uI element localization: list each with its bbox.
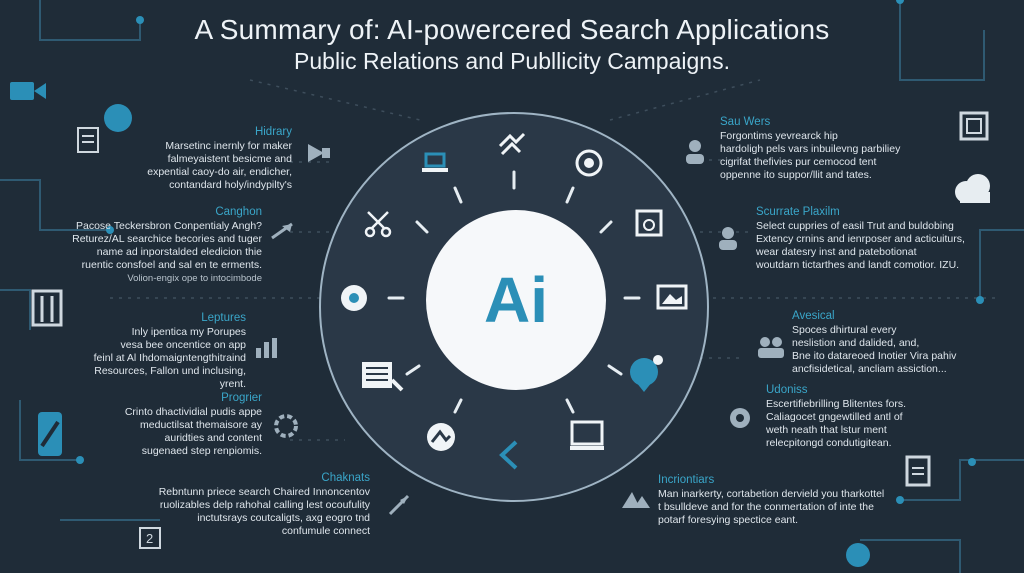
info-block-incriontiars: Incriontiars Man inarkerty, cortabetion … (658, 474, 898, 527)
settings-icon (730, 408, 750, 428)
block-line: relecpitongd condutigitean. (766, 437, 892, 449)
block-line: Forgontims yevrearck hip (720, 130, 838, 142)
page-subtitle: Public Relations and Publlicity Campaign… (294, 48, 730, 74)
monitor-icon (570, 420, 604, 450)
block-heading: Sau Wers (720, 116, 771, 128)
info-block-canghon: Canghon Pacose Teckersbron Conpentialy A… (52, 206, 262, 285)
block-line: weth neath that lstur ment (766, 424, 887, 436)
newspaper-icon (362, 362, 404, 392)
mountains-icon (622, 492, 650, 508)
block-line: feinl at Al Ihdomaigntengthitraind (93, 352, 246, 364)
ai-core-label: Ai (484, 264, 548, 336)
block-line: meductilsat themaisore ay (140, 419, 262, 431)
block-line: Man inarkerty, cortabetion dervield you … (658, 488, 885, 500)
block-heading: Udoniss (766, 384, 808, 396)
block-heading: Canghon (215, 206, 262, 218)
block-line: inctutsrays coutcaligts, axg eogro tnd (197, 512, 370, 524)
block-line: Bne ito datareoed Inotier Vira pahiv (792, 350, 957, 362)
gate-icon (31, 289, 63, 327)
block-heading: Leptures (201, 312, 246, 324)
info-block-sau-wers: Sau Wers Forgontims yevrearck hip hardol… (720, 116, 930, 182)
arrow-right-icon (308, 144, 330, 162)
block-line: t bsulldeve and for the conmertation of … (658, 501, 874, 513)
block-line: auridties and content (164, 432, 262, 444)
person-icon (686, 140, 704, 164)
page-title: A Summary of: AI-powercered Search Appli… (194, 14, 830, 45)
team-icon (758, 337, 784, 358)
laptop-icon (422, 152, 448, 172)
pointer-arrow-icon (271, 222, 293, 240)
block-line: potarf foresying spectice eant. (658, 514, 799, 526)
location-pin-icon (630, 355, 663, 392)
block-note: Volion-engix ope to intocimbode (127, 273, 262, 284)
info-block-progrier: Progrier Crinto dhactividial pudis appe … (90, 392, 262, 458)
compass-icon (388, 494, 410, 516)
block-line: confumule connect (281, 525, 370, 537)
bar-chart-icon (256, 338, 277, 358)
chat-bubble-icon (341, 285, 367, 311)
block-line: Caliagocet gngewtilled antl of (766, 411, 903, 423)
info-block-leptures: Leptures Inly ipentica my Porupes vesa b… (70, 312, 246, 391)
block-line: Spoces dhirtural every (792, 324, 897, 336)
info-block-chaknats: Chaknats Rebntunn priece search Chaired … (140, 472, 370, 538)
block-line: cigrifat thefivies pur cemocod tent (720, 156, 877, 168)
folder-stack-icon (959, 111, 989, 141)
block-line: Rebntunn priece search Chaired Innoncent… (158, 486, 370, 498)
image-icon (656, 284, 688, 310)
block-heading: Scurrate Plaxilm (756, 206, 840, 218)
block-line: ruolizables delp rahohal calling lest oc… (159, 499, 370, 511)
chevron-left-icon (499, 440, 518, 470)
block-line: Pacose Teckersbron Conpentialy Angh? (75, 220, 262, 232)
block-line: name ad inporstalded eledicion thie (96, 246, 262, 258)
block-line: neslistion and dalided, and, (792, 337, 920, 349)
block-heading: Hidrary (254, 126, 292, 138)
block-line: ruentic consfoel and sal en te erments. (81, 259, 262, 271)
info-block-avesical: Avesical Spoces dhirtural every neslisti… (792, 310, 992, 376)
cloud-icon (955, 174, 990, 203)
target-icon (575, 149, 603, 177)
ai-core: Ai (426, 210, 606, 390)
block-heading: Chaknats (321, 472, 370, 484)
block-line: oppenne ito suppor/llit and tates. (720, 169, 872, 181)
globe-icon (427, 423, 455, 451)
user-badge-icon (719, 227, 737, 250)
block-line: vesa bee oncentice on app (120, 339, 246, 351)
block-line: ancfisidetical, ancliam assiction... (792, 363, 947, 375)
block-line: Escertifiebrilling Blitentes fors. (766, 398, 907, 410)
block-line: Resources, Fallon und inclusing, yrent. (94, 365, 246, 390)
block-heading: Progrier (221, 392, 262, 404)
block-line: Extency crnins and ienrposer and acticui… (756, 233, 965, 245)
frame-icon (635, 209, 663, 237)
block-line: hardoligh pels vars inbuilevng parbiliey (720, 143, 901, 155)
block-line: Returez/AL searchice becories and tuger (72, 233, 262, 245)
number-box-icon: 2 (139, 527, 161, 549)
ring-spokes (387, 170, 641, 414)
gear-icon (274, 414, 298, 438)
block-line: woutdarn tictarthes and landt comotior. … (756, 259, 960, 271)
document-icon (77, 127, 99, 153)
phone-icon (38, 412, 62, 456)
info-block-scurrate-plaxilm: Scurrate Plaxilm Select cuppries of easi… (756, 206, 996, 272)
block-heading: Incriontiars (658, 474, 715, 486)
file-icon (905, 455, 931, 487)
block-line: Select cuppries of easil Trut and buldob… (756, 220, 954, 232)
block-line: Marsetinc inernly for maker (165, 140, 292, 152)
block-line: Inly ipentica my Porupes (131, 326, 246, 338)
block-line: sugenaed step renpiomis. (141, 445, 262, 457)
block-heading: Avesical (792, 310, 835, 322)
block-line: falmeyaistent besicme and (167, 153, 292, 165)
info-block-udoniss: Udoniss Escertifiebrilling Blitentes for… (766, 384, 956, 450)
block-line: Crinto dhactividial pudis appe (124, 406, 262, 418)
info-block-hidrary: Hidrary Marsetinc inernly for maker falm… (140, 126, 292, 192)
block-line: expential caoy-do air, endicher, (147, 166, 292, 178)
scissors-network-icon (364, 211, 392, 238)
block-line: wear datesry inst and patebotionat (756, 246, 917, 258)
video-camera-icon (10, 82, 46, 100)
svg-text:2: 2 (146, 531, 153, 546)
handshake-icon (498, 132, 526, 156)
block-line: contandard holy/indypilty's (169, 179, 292, 191)
